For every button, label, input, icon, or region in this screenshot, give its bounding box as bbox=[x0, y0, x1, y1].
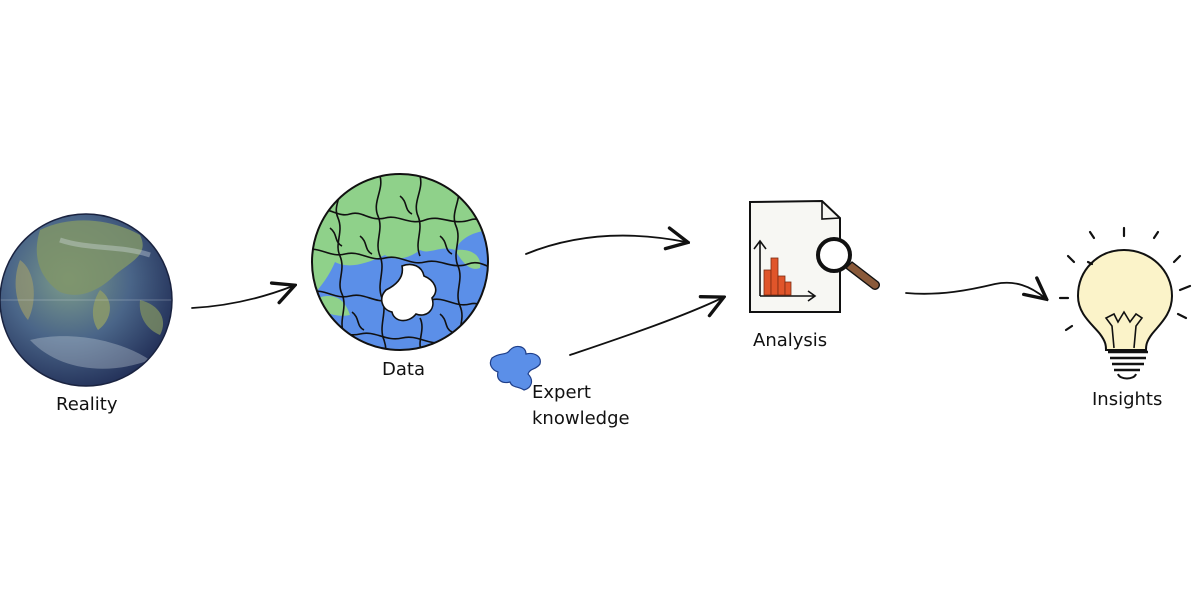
expert-knowledge-line-1: Expert bbox=[532, 382, 591, 403]
lightbulb-icon bbox=[1058, 226, 1192, 380]
reality-label: Reality bbox=[56, 394, 118, 415]
connector-arrows bbox=[191, 236, 1045, 356]
data-label: Data bbox=[382, 359, 425, 380]
arrow-data-to-analysis bbox=[525, 236, 686, 255]
earth-globe-icon bbox=[0, 213, 173, 387]
puzzle-globe-icon bbox=[311, 173, 489, 351]
document-magnifier-icon bbox=[749, 199, 881, 313]
arrow-expert-to-analysis bbox=[569, 298, 722, 356]
analysis-label: Analysis bbox=[753, 330, 828, 351]
puzzle-piece-icon bbox=[489, 345, 541, 391]
expert-knowledge-label: Expert knowledge bbox=[532, 380, 630, 432]
arrow-analysis-to-insights bbox=[905, 283, 1045, 298]
expert-knowledge-line-2: knowledge bbox=[532, 408, 630, 429]
arrow-reality-to-data bbox=[191, 286, 293, 309]
insights-label: Insights bbox=[1092, 389, 1163, 410]
